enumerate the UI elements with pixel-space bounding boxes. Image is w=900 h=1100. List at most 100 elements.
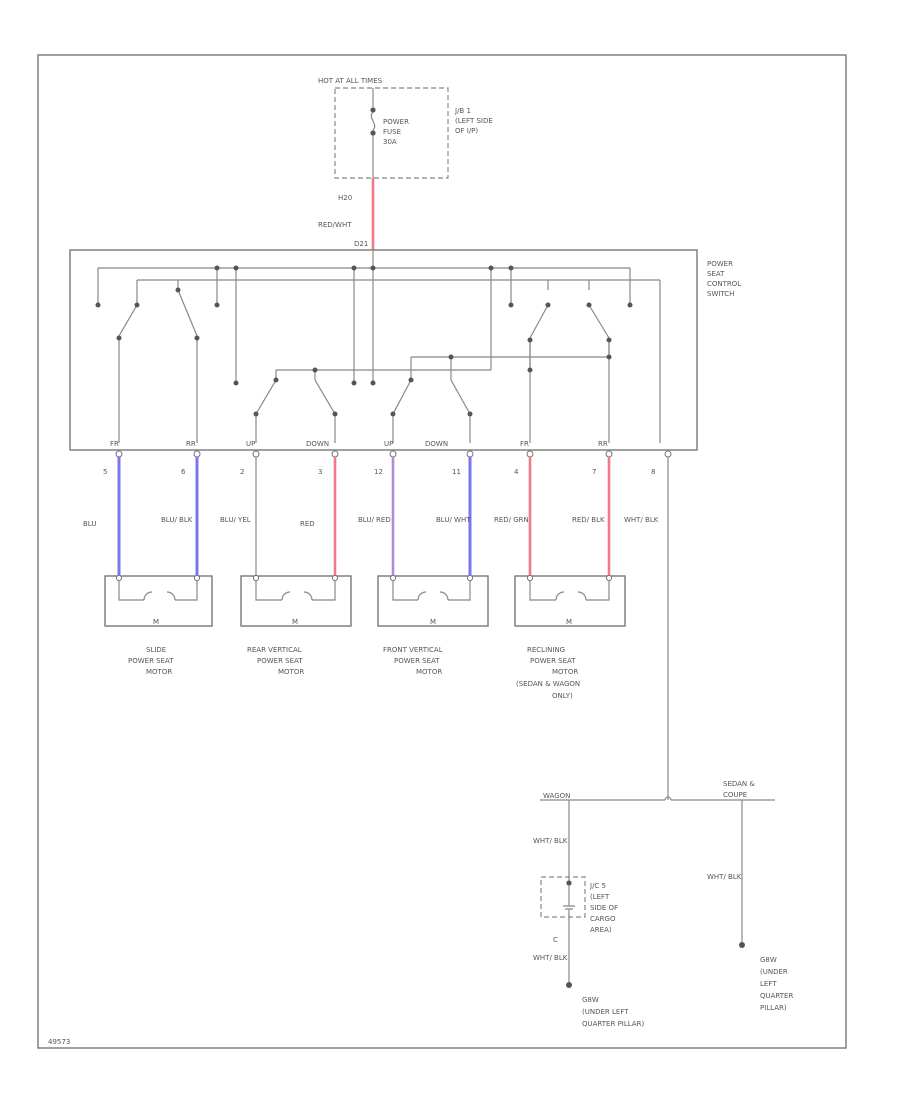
switch-pin-label-up: UP <box>246 440 255 448</box>
motor-reclining-label-1: RECLINING <box>527 646 565 654</box>
feed-wire-color: RED/WHT <box>318 221 352 229</box>
ground-section: WAGON SEDAN & COUPE WHT/ BLK J/C 5 (LEFT… <box>533 780 793 1028</box>
ground-2-label-2: LEFT <box>760 980 777 988</box>
switch-label-4: SWITCH <box>707 290 734 298</box>
switch-pin-label-fr: FR <box>110 440 119 448</box>
wire-label-red-grn: RED/ GRN <box>494 516 529 524</box>
motor-slide: M SLIDE POWER SEAT MOTOR <box>104 574 213 676</box>
motor-rear-vertical-m: M <box>292 618 298 626</box>
motor-rear-vertical-label-1: REAR VERTICAL <box>247 646 302 654</box>
switch-terminals <box>115 450 672 458</box>
sedan-wire: WHT/ BLK <box>707 873 742 881</box>
fuse-label-3: 30A <box>383 138 397 146</box>
motor-front-vertical-label-3: MOTOR <box>416 668 442 676</box>
jc5-label-5: AREA) <box>590 926 612 934</box>
motor-front-vertical-label-1: FRONT VERTICAL <box>383 646 443 654</box>
ground-2-label-4: PILLAR) <box>760 1004 787 1012</box>
switch-label-3: CONTROL <box>707 280 741 288</box>
ground-2-label-1: (UNDER <box>760 968 788 976</box>
pin-numbers: 5 6 2 3 12 11 4 7 8 <box>103 468 655 476</box>
power-seat-control-switch: POWER SEAT CONTROL SWITCH <box>69 249 741 458</box>
wire-label-blu-wht: BLU/ WHT <box>436 516 471 524</box>
switch-pin-label-fr-2: FR <box>520 440 529 448</box>
motor-rear-vertical: M REAR VERTICAL POWER SEAT MOTOR <box>240 574 352 676</box>
motor-slide-label-1: SLIDE <box>146 646 166 654</box>
wire-label-wht-blk: WHT/ BLK <box>624 516 659 524</box>
motor-rear-vertical-label-2: POWER SEAT <box>257 657 303 665</box>
pin-11: 11 <box>452 468 461 476</box>
switch-box <box>69 249 698 451</box>
jb1-dashed-box <box>334 87 449 179</box>
fuse-bottom-dot <box>370 130 376 136</box>
wire-label-blu-blk: BLU/ BLK <box>161 516 193 524</box>
wire-label-red: RED <box>300 520 315 528</box>
pin-8: 8 <box>651 468 655 476</box>
wire-label-blu-red: BLU/ RED <box>358 516 391 524</box>
switch-pin-label-down-2: DOWN <box>425 440 448 448</box>
motor-slide-label-2: POWER SEAT <box>128 657 174 665</box>
diagram-frame <box>37 54 847 1049</box>
figure-id: 49573 <box>48 1038 70 1046</box>
jc5-dashed-box <box>540 876 586 918</box>
ground-1-id: G8W <box>582 996 599 1004</box>
pin-5: 5 <box>103 468 107 476</box>
motor-reclining-label-4: (SEDAN & WAGON <box>516 680 580 688</box>
ground-1-label-2: QUARTER PILLAR) <box>582 1020 644 1028</box>
ground-2-id: G8W <box>760 956 777 964</box>
jb1-label-3: OF I/P) <box>455 127 478 135</box>
jc5-label-4: CARGO <box>590 915 616 923</box>
fuse-block: HOT AT ALL TIMES POWER FUSE 30A J/B 1 (L… <box>318 77 493 248</box>
jc5-label-2: (LEFT <box>590 893 610 901</box>
feed-pin-d21: D21 <box>354 240 368 248</box>
pin-6: 6 <box>181 468 186 476</box>
wire-label-red-blk: RED/ BLK <box>572 516 605 524</box>
motor-front-vertical-label-2: POWER SEAT <box>394 657 440 665</box>
jb1-label-2: (LEFT SIDE <box>455 117 493 125</box>
wagon-wire-2: WHT/ BLK <box>533 954 568 962</box>
wagon-wire-1: WHT/ BLK <box>533 837 568 845</box>
switch-pin-label-rr: RR <box>186 440 196 448</box>
sedan-label-2: COUPE <box>723 791 747 799</box>
pin-2: 2 <box>240 468 244 476</box>
ground-1-label-1: (UNDER LEFT <box>582 1008 629 1016</box>
fuse-icon <box>370 111 376 131</box>
switch-pin-label-down: DOWN <box>306 440 329 448</box>
ground-2-dot <box>739 942 745 948</box>
sedan-label-1: SEDAN & <box>723 780 755 788</box>
switch-junction-dots <box>95 265 633 417</box>
fuse-label-1: POWER <box>383 118 409 126</box>
switch-label-1: POWER <box>707 260 733 268</box>
motor-reclining-label-2: POWER SEAT <box>530 657 576 665</box>
wire-labels: BLU BLU/ BLK BLU/ YEL RED BLU/ RED BLU/ … <box>83 516 659 528</box>
motor-slide-label-3: MOTOR <box>146 668 172 676</box>
motor-front-vertical-m: M <box>430 618 436 626</box>
fuse-top-dot <box>370 107 376 113</box>
motor-reclining-m: M <box>566 618 572 626</box>
jb1-label-1: J/B 1 <box>454 107 471 115</box>
wire-label-blu-yel: BLU/ YEL <box>220 516 251 524</box>
pin-3: 3 <box>318 468 322 476</box>
pin-7: 7 <box>592 468 596 476</box>
motor-reclining: M RECLINING POWER SEAT MOTOR (SEDAN & WA… <box>514 574 626 700</box>
jc5-pin-c: C <box>553 936 558 944</box>
switch-pin-label-rr-2: RR <box>598 440 608 448</box>
fuse-label-2: FUSE <box>383 128 401 136</box>
pin-12: 12 <box>374 468 383 476</box>
wagon-label: WAGON <box>543 792 570 800</box>
motor-rear-vertical-label-3: MOTOR <box>278 668 304 676</box>
motor-slide-m: M <box>153 618 159 626</box>
hot-at-all-times-label: HOT AT ALL TIMES <box>318 77 383 85</box>
switch-pin-label-up-2: UP <box>384 440 393 448</box>
wire-id-h20: H20 <box>338 194 352 202</box>
ground-2-label-3: QUARTER <box>760 992 793 1000</box>
motor-front-vertical: M FRONT VERTICAL POWER SEAT MOTOR <box>377 574 489 676</box>
harness-wires <box>117 457 669 798</box>
motor-reclining-label-3: MOTOR <box>552 668 578 676</box>
wire-label-blu: BLU <box>83 520 96 528</box>
ground-1-dot <box>566 982 572 988</box>
motor-reclining-label-5: ONLY) <box>552 692 573 700</box>
switch-label-2: SEAT <box>707 270 725 278</box>
jc5-label-3: SIDE OF <box>590 904 618 912</box>
jc5-label-1: J/C 5 <box>589 882 606 890</box>
pin-4: 4 <box>514 468 519 476</box>
